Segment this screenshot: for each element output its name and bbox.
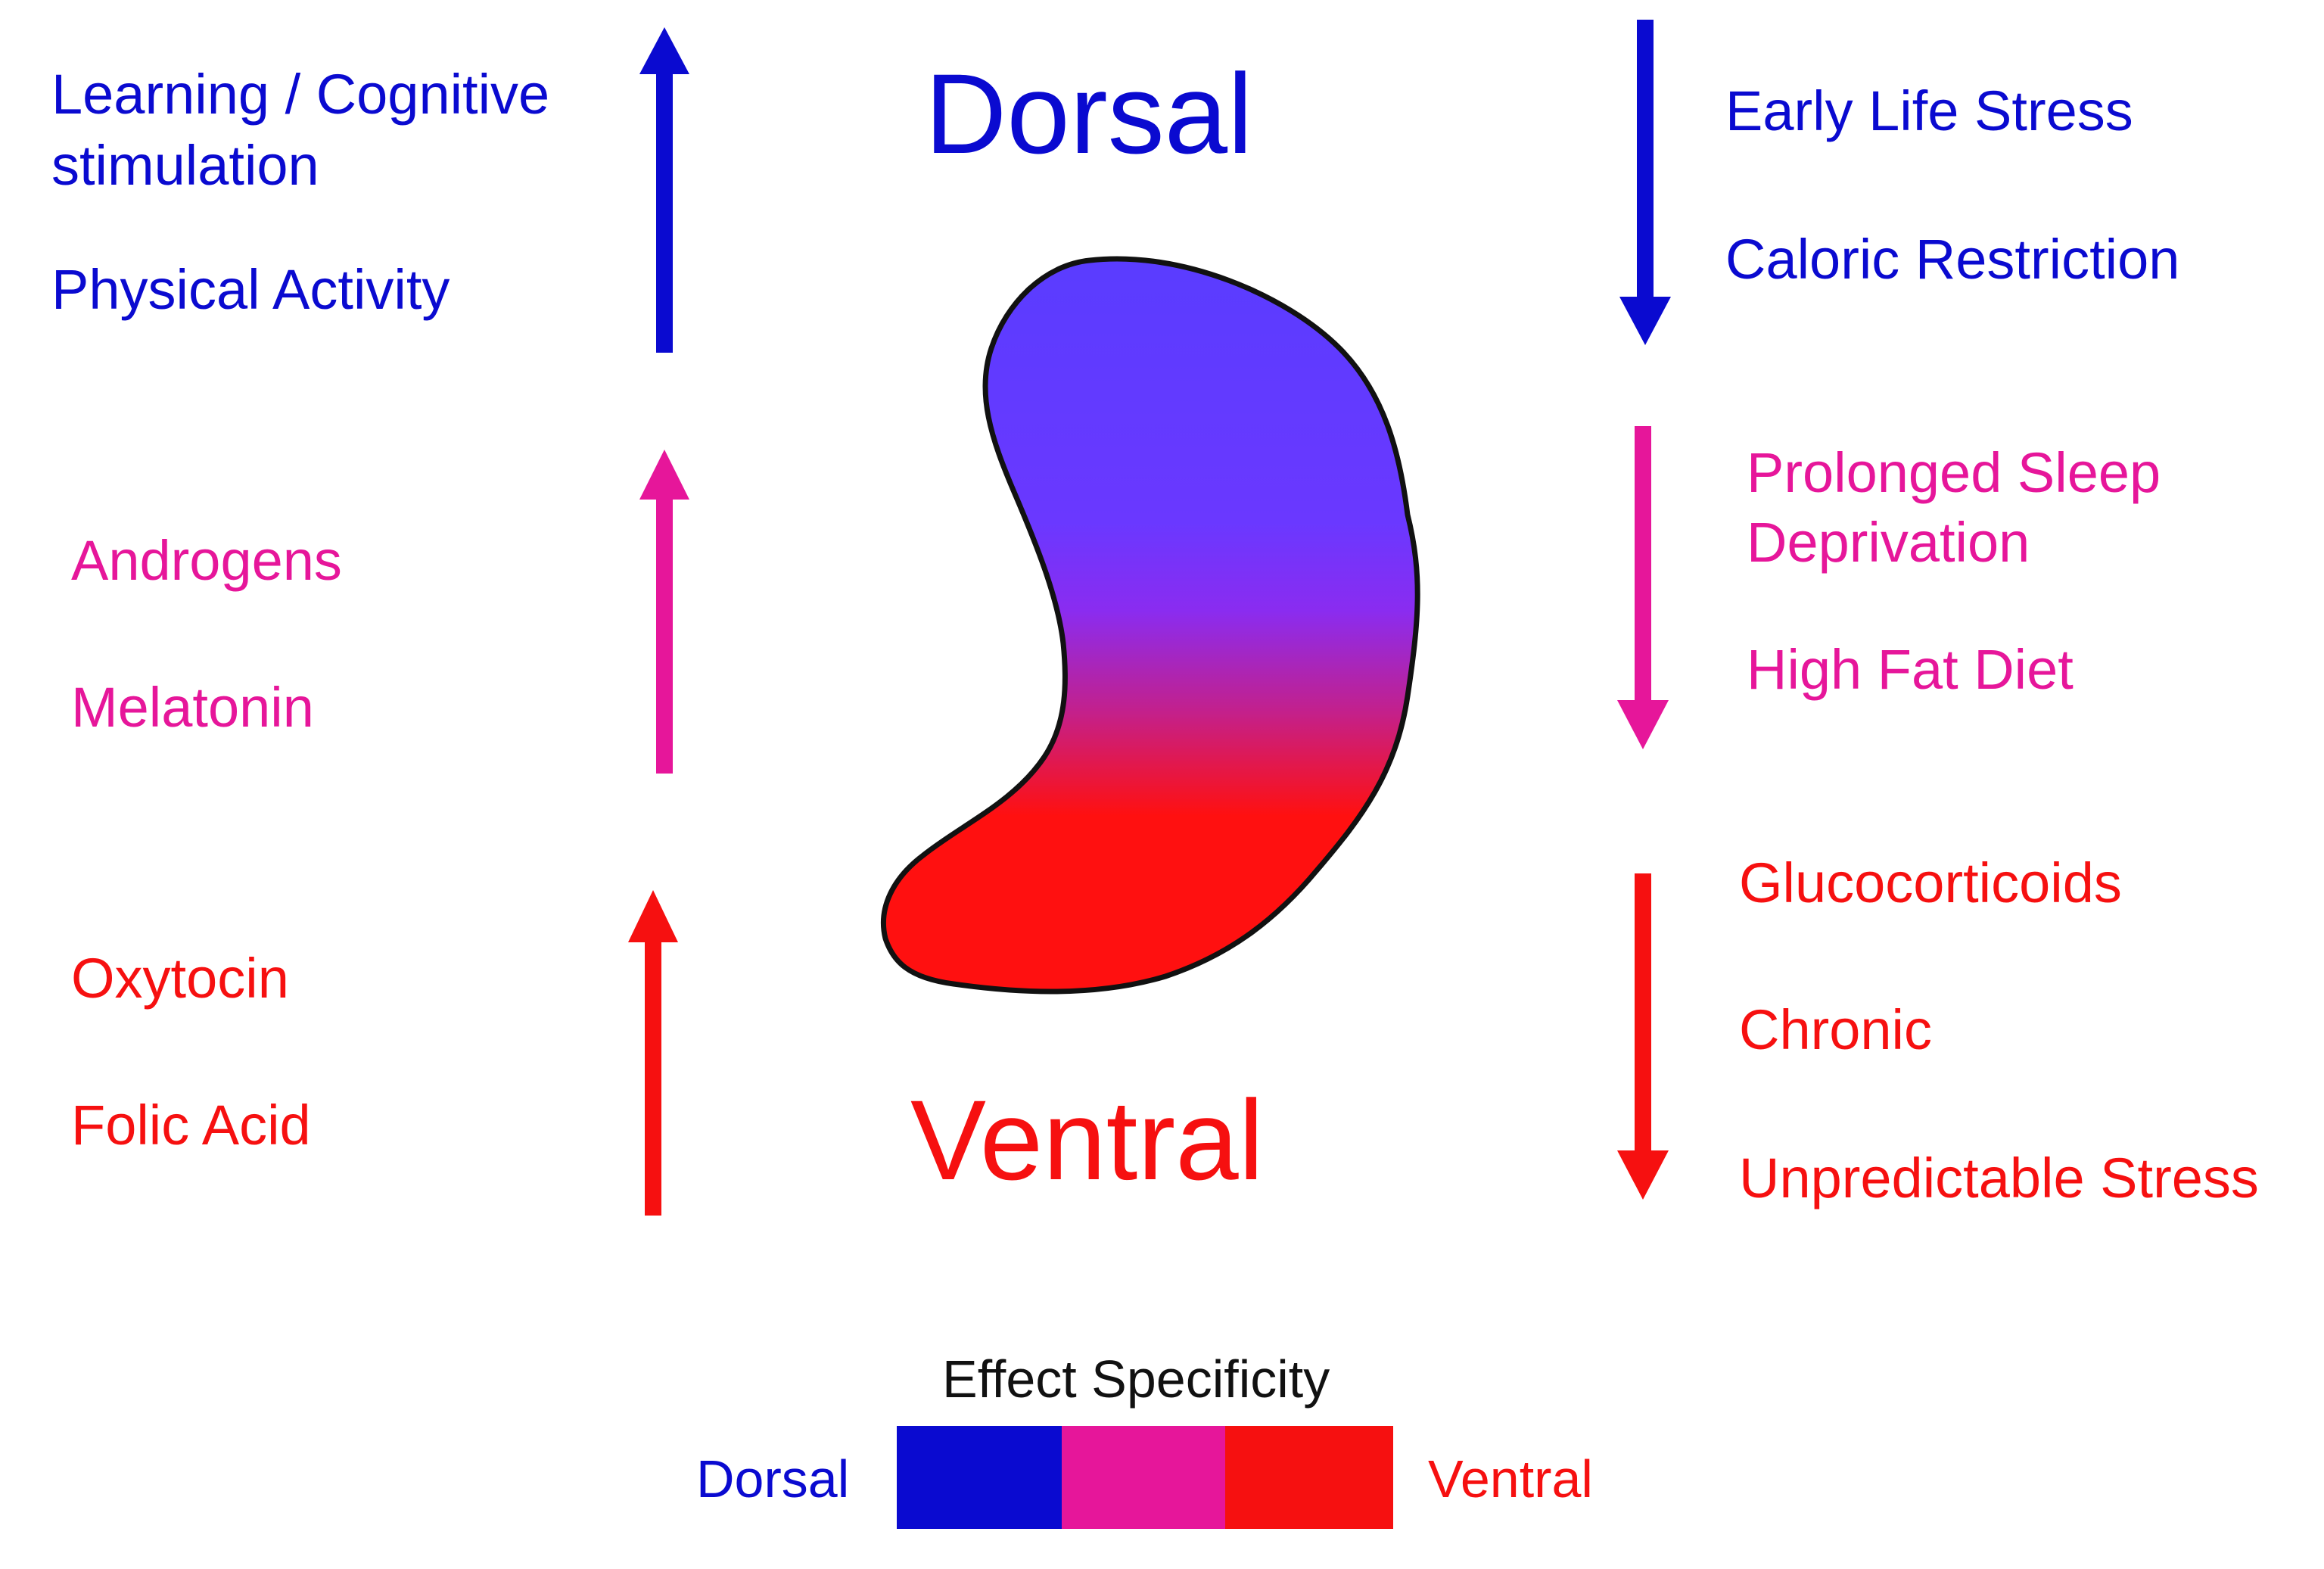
legend-swatch-ventral <box>1225 1426 1393 1529</box>
factor-folic-acid: Folic Acid <box>71 1094 311 1157</box>
dorsal-title: Dorsal <box>925 50 1253 177</box>
factor-chronic: Chronic <box>1739 998 1932 1061</box>
factor-melatonin: Melatonin <box>71 676 314 739</box>
legend-title: Effect Specificity <box>942 1350 1330 1409</box>
factor-physical-activity: Physical Activity <box>51 258 450 321</box>
factor-sleep-deprivation-line2: Deprivation <box>1747 511 2030 574</box>
legend-ventral-label: Ventral <box>1428 1449 1593 1508</box>
up-arrow-intermediate <box>639 450 689 774</box>
legend-swatch-intermediate <box>1062 1426 1225 1529</box>
factor-sleep-deprivation-line1: Prolonged Sleep <box>1747 441 2161 504</box>
factor-early-life-stress: Early Life Stress <box>1725 79 2133 142</box>
down-arrow-ventral <box>1617 873 1669 1200</box>
legend-dorsal-label: Dorsal <box>696 1449 850 1508</box>
up-arrow-ventral <box>628 890 678 1216</box>
factor-high-fat-diet: High Fat Diet <box>1747 638 2074 701</box>
hippocampus-shape <box>880 256 1420 995</box>
factor-learning-line1: Learning / Cognitive <box>51 63 550 126</box>
factor-glucocorticoids: Glucocorticoids <box>1739 851 2122 914</box>
down-arrow-dorsal <box>1619 20 1671 345</box>
factor-androgens: Androgens <box>71 529 342 592</box>
factor-learning-line2: stimulation <box>51 134 319 197</box>
factor-unpredictable-stress: Unpredictable Stress <box>1739 1147 2259 1209</box>
up-arrow-dorsal <box>639 27 689 353</box>
down-arrow-intermediate <box>1617 426 1669 749</box>
factor-caloric-restriction: Caloric Restriction <box>1725 228 2180 291</box>
ventral-title: Ventral <box>910 1076 1264 1203</box>
factor-oxytocin: Oxytocin <box>71 947 289 1010</box>
legend-swatch-dorsal <box>897 1426 1062 1529</box>
